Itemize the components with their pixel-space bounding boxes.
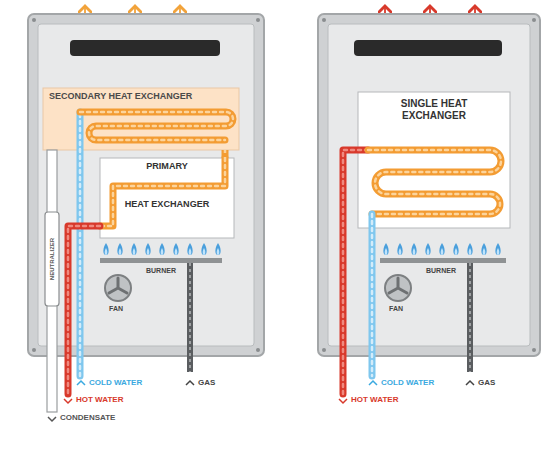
exchanger-label: SECONDARY HEAT EXCHANGER: [49, 91, 233, 102]
primary-exchanger: PRIMARY HEAT EXCHANGER: [100, 158, 234, 238]
water-pipes: [68, 112, 233, 394]
flame-core: [497, 248, 500, 255]
pipe-label: GAS: [478, 379, 495, 387]
part-label: FAN: [109, 305, 123, 312]
pipe-label: COLD WATER: [381, 379, 434, 387]
exchanger-label: HEAT EXCHANGER: [100, 199, 234, 210]
flame: [201, 243, 206, 255]
flame: [173, 243, 178, 255]
flame-core: [483, 248, 486, 255]
heater-housing: [28, 14, 264, 356]
flame: [103, 243, 108, 255]
flame: [145, 243, 150, 255]
single-exchanger-ground: [358, 92, 510, 228]
secondary-exchanger: SECONDARY HEAT EXCHANGER: [43, 88, 239, 150]
flame-core: [203, 248, 206, 255]
flame-core: [161, 248, 164, 255]
burner-assembly: [100, 258, 222, 372]
flame: [467, 243, 472, 255]
flame-core: [119, 248, 122, 255]
flame: [397, 243, 402, 255]
flame: [453, 243, 458, 255]
single-exchanger: SINGLE HEAT EXCHANGER: [358, 92, 510, 228]
pipe-label: COLD WATER: [89, 379, 142, 387]
part-label: FAN: [389, 305, 403, 312]
pipe-body: [222, 150, 229, 158]
flow-chevrons: [48, 381, 474, 421]
pipe-label: CONDENSATE: [60, 414, 115, 422]
flame: [481, 243, 486, 255]
flame-core: [217, 248, 220, 255]
neutralizer-tube: [45, 150, 59, 412]
flame: [495, 243, 500, 255]
pipe-texture: [224, 150, 227, 158]
flame: [187, 243, 192, 255]
part-label: BURNER: [146, 267, 176, 274]
pipe-label: GAS: [198, 379, 215, 387]
flame-core: [399, 248, 402, 255]
flame: [159, 243, 164, 255]
pipe-label: HOT WATER: [351, 396, 398, 404]
burner-assembly: [380, 258, 506, 372]
flame-core: [189, 248, 192, 255]
flame-core: [133, 248, 136, 255]
heater-housing: [318, 14, 540, 356]
burner-flames: [103, 243, 500, 255]
pipe-label: HOT WATER: [76, 396, 123, 404]
flame: [215, 243, 220, 255]
part-label: NEUTRALIZER: [49, 238, 55, 280]
exchanger-label: SINGLE HEAT EXCHANGER: [391, 98, 477, 122]
part-label: BURNER: [426, 267, 456, 274]
flame-core: [427, 248, 430, 255]
flame: [425, 243, 430, 255]
flame: [131, 243, 136, 255]
flame-core: [147, 248, 150, 255]
flame: [383, 243, 388, 255]
flame-core: [175, 248, 178, 255]
exchanger-label: PRIMARY: [100, 161, 234, 172]
water-pipes: [343, 150, 501, 394]
flame: [411, 243, 416, 255]
flame-core: [455, 248, 458, 255]
flame-core: [385, 248, 388, 255]
flame-core: [469, 248, 472, 255]
flame-core: [413, 248, 416, 255]
primary-exchanger-ground: [100, 158, 234, 238]
flame-core: [441, 248, 444, 255]
flame: [439, 243, 444, 255]
water-pipe: [225, 150, 226, 158]
secondary-exchanger-ground: [43, 88, 239, 150]
flame: [117, 243, 122, 255]
flame-core: [105, 248, 108, 255]
